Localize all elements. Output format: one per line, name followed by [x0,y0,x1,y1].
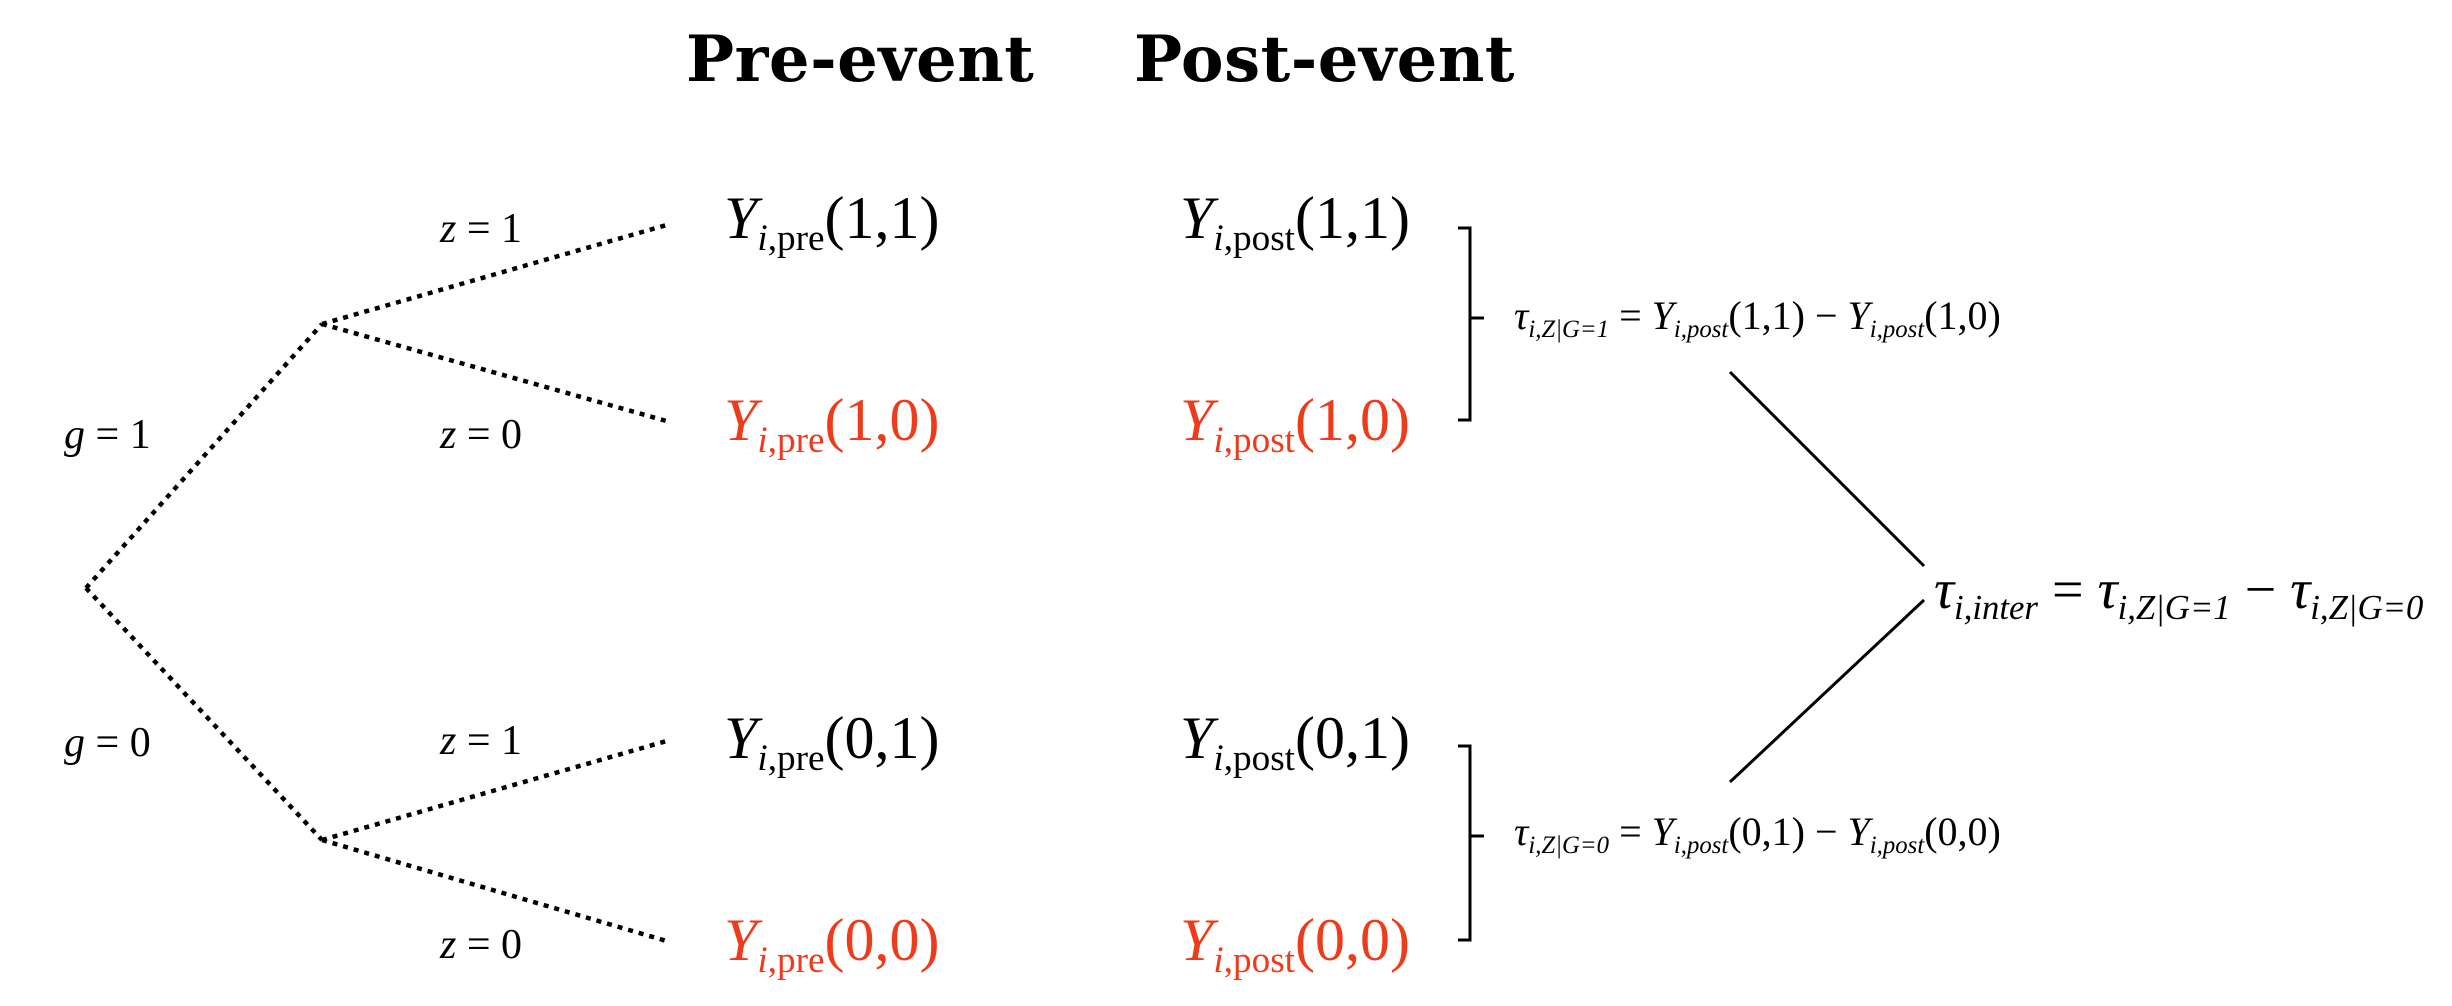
branch-line-g1 [84,322,324,590]
tree-branches [84,221,671,945]
effect-brackets [1458,226,1926,942]
interaction-effect-formula: τi,inter = τi,Z|G=1 − τi,Z|G=0 [1934,559,2424,628]
branch-line-g1-z0 [321,321,671,425]
branch-label-z0-top: z = 0 [440,412,523,458]
bracket-g1 [1458,226,1472,422]
branch-label-g0: g = 0 [64,720,151,766]
connector-g1-to-interaction [1728,370,1926,568]
branch-label-z1-top: z = 1 [440,206,523,252]
branch-line-g0-z1 [321,737,671,843]
branch-line-g0 [84,586,324,842]
outcome-post-00-counterfactual: Yi,post(0,0) [1180,907,1410,981]
header-post-event: Post-event [1134,22,1515,97]
branch-label-g1: g = 1 [64,412,151,458]
branch-line-g1-z1 [321,221,671,327]
outcome-post-11: Yi,post(1,1) [1180,185,1410,259]
outcome-post-01: Yi,post(0,1) [1180,705,1410,779]
outcome-pre-10-counterfactual: Yi,pre(1,0) [724,387,940,461]
branch-label-z0-bottom: z = 0 [440,922,523,968]
connector-g0-to-interaction [1728,598,1926,784]
outcome-post-10-counterfactual: Yi,post(1,0) [1180,387,1410,461]
outcome-pre-00-counterfactual: Yi,pre(0,0) [724,907,940,981]
bracket-g0 [1458,744,1472,942]
effect-formula-g1: τi,Z|G=1 = Yi,post(1,1) − Yi,post(1,0) [1514,293,2001,343]
outcome-pre-01: Yi,pre(0,1) [724,705,940,779]
branch-label-z1-bottom: z = 1 [440,718,523,764]
effect-formula-g0: τi,Z|G=0 = Yi,post(0,1) − Yi,post(0,0) [1514,809,2001,859]
outcome-pre-11: Yi,pre(1,1) [724,185,940,259]
header-pre-event: Pre-event [686,22,1035,97]
